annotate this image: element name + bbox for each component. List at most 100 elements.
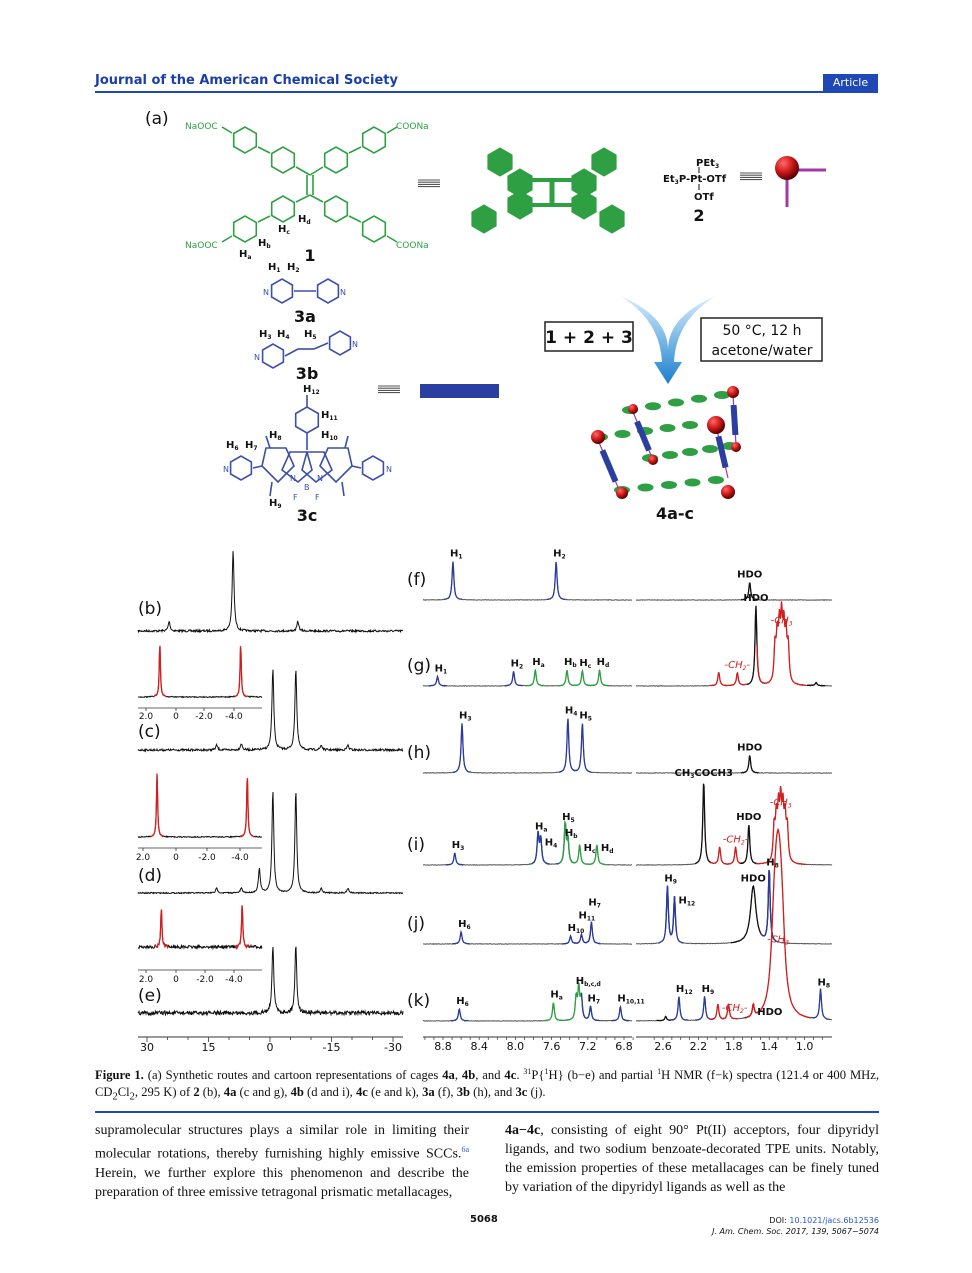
nmr-peak bbox=[728, 671, 747, 687]
pyridine-ring bbox=[316, 278, 340, 304]
peak-label: H7 bbox=[588, 898, 601, 910]
peak-label: CH3COCH3 bbox=[674, 768, 732, 780]
h1-tick-label: 2.6 bbox=[654, 1040, 672, 1053]
peak-label: Ha bbox=[535, 822, 547, 834]
p31-trace bbox=[137, 791, 404, 895]
peak-label: H10 bbox=[568, 923, 585, 935]
pyridine-ring bbox=[361, 455, 385, 481]
bond bbox=[269, 481, 273, 497]
peak-label: H4 bbox=[545, 837, 558, 849]
nmr-peak bbox=[558, 718, 578, 773]
bond bbox=[257, 215, 271, 223]
proton-label: H4 bbox=[277, 329, 290, 341]
cage-pt-ball bbox=[648, 455, 658, 465]
h1-trace-aliphatic bbox=[635, 582, 833, 601]
proton-label: Hb bbox=[258, 238, 271, 250]
peak-label: HDO bbox=[736, 812, 761, 823]
nitrogen-label: N bbox=[352, 340, 358, 349]
body-column-left: supramolecular structures plays a simila… bbox=[95, 1122, 469, 1200]
p31-trace bbox=[137, 551, 404, 634]
peak-label: Hb bbox=[564, 657, 577, 669]
conditions-label: 50 °C, 12 h bbox=[722, 323, 801, 339]
cage-tpe-hexagon bbox=[708, 476, 724, 484]
peak-label: H6 bbox=[458, 919, 471, 931]
peak-label: H10,11 bbox=[617, 994, 644, 1006]
cage-dipyridyl-bar bbox=[634, 420, 652, 452]
nmr-peak bbox=[726, 846, 745, 865]
doi-link[interactable]: 10.1021/jacs.6b12536 bbox=[789, 1216, 879, 1226]
bond bbox=[309, 194, 324, 203]
compound-number: 3a bbox=[294, 307, 316, 326]
peak-label: Ha bbox=[532, 657, 544, 669]
bond bbox=[341, 481, 345, 497]
benzene-ring bbox=[323, 195, 349, 223]
peak-label: -CH3 bbox=[767, 934, 789, 946]
nmr-peak bbox=[746, 605, 766, 685]
h1-tick-label: 1.8 bbox=[725, 1040, 743, 1053]
nmr-peak bbox=[740, 755, 759, 774]
h1-tick-label: 2.2 bbox=[690, 1040, 708, 1053]
benzene-ring bbox=[270, 195, 296, 223]
nmr-peak bbox=[611, 1004, 630, 1022]
peak-label: H5 bbox=[579, 710, 592, 722]
bond bbox=[295, 166, 311, 176]
cage-dipyridyl-bar bbox=[599, 449, 619, 483]
compound-number: 2 bbox=[693, 206, 704, 225]
inset-tick-label: 0 bbox=[173, 712, 179, 722]
peak-label: -CH2- bbox=[723, 834, 749, 846]
tpe-cartoon-hexagon bbox=[599, 204, 625, 234]
nmr-peak bbox=[759, 870, 778, 943]
proton-label: Ha bbox=[239, 249, 251, 261]
peak-label: Hc bbox=[579, 658, 591, 670]
reference-link[interactable]: 6a bbox=[461, 1144, 469, 1154]
inset-tick-label: -4.0 bbox=[225, 712, 243, 722]
nmr-peak bbox=[446, 852, 464, 866]
carboxylate-label: NaOOC bbox=[185, 122, 218, 132]
h1-tick-label: 8.4 bbox=[470, 1040, 488, 1053]
nmr-peak bbox=[739, 824, 759, 865]
peak-label: H2 bbox=[553, 549, 566, 561]
proton-label: H2 bbox=[287, 262, 300, 274]
bond bbox=[309, 166, 324, 176]
bond bbox=[295, 194, 311, 203]
cage-tpe-hexagon bbox=[661, 481, 677, 489]
h1-trace-aromatic bbox=[422, 982, 633, 1022]
peak-label: H4 bbox=[565, 706, 578, 718]
cage-tpe-hexagon bbox=[668, 398, 684, 407]
h1-tick-label: 6.8 bbox=[615, 1040, 633, 1053]
trace-label: (f) bbox=[407, 570, 426, 590]
cage-pt-ball bbox=[707, 416, 725, 434]
peak-label: -CH2- bbox=[722, 1003, 748, 1015]
nmr-peak bbox=[695, 996, 714, 1021]
peak-label: Hd bbox=[601, 843, 614, 855]
nmr-peak bbox=[150, 773, 164, 838]
boron-label: B bbox=[304, 483, 310, 492]
cage-tpe-hexagon bbox=[682, 448, 698, 456]
reaction-arrow-icon bbox=[620, 296, 716, 384]
nmr-peak bbox=[544, 1002, 563, 1022]
nmr-peak bbox=[526, 668, 545, 687]
carboxylate-label: COONa bbox=[396, 241, 429, 251]
peak-label: HDO bbox=[737, 569, 762, 580]
bond bbox=[252, 465, 263, 469]
page-footer: 5068 DOI: 10.1021/jacs.6b12536 J. Am. Ch… bbox=[95, 1214, 879, 1240]
pyridine-ring bbox=[270, 278, 294, 304]
nmr-peak bbox=[811, 988, 830, 1021]
nmr-peak bbox=[569, 844, 589, 865]
cage-dipyridyl-bar bbox=[715, 435, 729, 469]
pyridine-ring bbox=[229, 455, 253, 481]
cage-dipyridyl-bar bbox=[730, 404, 739, 436]
nmr-peak bbox=[450, 1007, 469, 1022]
peak-label: H8 bbox=[818, 978, 831, 990]
proton-label: H9 bbox=[269, 498, 282, 510]
peak-label: H3 bbox=[452, 840, 465, 852]
nitrogen-label: N bbox=[263, 288, 269, 297]
nmr-peak bbox=[531, 830, 550, 865]
cage-tpe-hexagon bbox=[659, 424, 676, 432]
inset-tick-label: -2.0 bbox=[196, 975, 214, 985]
conditions-box bbox=[700, 317, 823, 362]
h1-tick-label: 1.4 bbox=[760, 1040, 778, 1053]
nmr-peak bbox=[581, 921, 601, 945]
bond bbox=[386, 126, 398, 134]
doi-block: DOI: 10.1021/jacs.6b12536 J. Am. Chem. S… bbox=[712, 1216, 879, 1237]
